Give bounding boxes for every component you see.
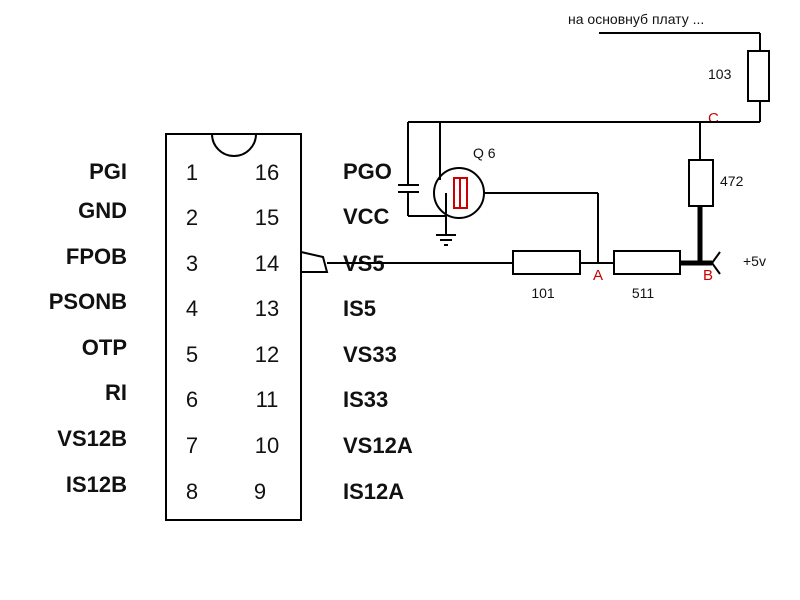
node-c-label: C	[708, 110, 719, 127]
pin-number-right: 13	[255, 296, 279, 321]
board-note: на основнуб плату ...	[568, 11, 704, 27]
node-a-label: A	[593, 267, 603, 284]
pin-label-right: IS12A	[343, 479, 404, 504]
resistor-472-label: 472	[720, 173, 744, 189]
pin-number-right: 15	[255, 205, 279, 230]
pin-number-right: 9	[254, 479, 266, 504]
vs5-pin-stub	[300, 251, 329, 273]
pin-number-right: 12	[255, 342, 279, 367]
pin-label-left: VS12B	[57, 426, 127, 451]
pin-label-left: GND	[78, 198, 127, 223]
pin-label-right: VS12A	[343, 433, 413, 458]
pin-label-right: VS33	[343, 342, 397, 367]
pin-number-left: 5	[186, 342, 198, 367]
pin-number-left: 7	[186, 433, 198, 458]
resistor-511	[613, 250, 681, 275]
pin-label-right: IS5	[343, 296, 376, 321]
resistor-101-label: 101	[531, 285, 555, 301]
pin-label-left: FPOB	[66, 244, 127, 269]
pin-number-left: 2	[186, 205, 198, 230]
resistor-103	[747, 50, 770, 102]
resistor-101	[512, 250, 581, 275]
supply-arrow	[711, 251, 721, 275]
transistor-q6-label: Q 6	[473, 145, 496, 161]
pin-number-right: 10	[255, 433, 279, 458]
pin-label-left: RI	[105, 380, 127, 405]
pin-label-right: VCC	[343, 204, 390, 229]
supply-label: +5v	[743, 253, 766, 269]
pin-label-left: IS12B	[66, 472, 127, 497]
pin-label-left: OTP	[82, 335, 127, 360]
pin-label-right: PGO	[343, 159, 392, 184]
pin-label-left: PGI	[89, 159, 127, 184]
ic-body	[165, 133, 302, 521]
pin-label-left: PSONB	[49, 289, 127, 314]
pin-number-right: 16	[255, 160, 279, 185]
resistor-103-label: 103	[708, 66, 732, 82]
pin-number-left: 6	[186, 387, 198, 412]
pin-number-left: 3	[186, 251, 198, 276]
pin-number-left: 4	[186, 296, 198, 321]
ic-notch	[211, 133, 257, 157]
pin-number-right: 14	[255, 251, 279, 276]
resistor-511-label: 511	[632, 285, 655, 301]
pin-number-left: 8	[186, 479, 198, 504]
pin-label-right: IS33	[343, 387, 388, 412]
resistor-472	[688, 159, 714, 207]
pin-number-left: 1	[186, 160, 198, 185]
node-b-label: B	[703, 267, 713, 284]
pin-number-right: 11	[256, 387, 279, 412]
